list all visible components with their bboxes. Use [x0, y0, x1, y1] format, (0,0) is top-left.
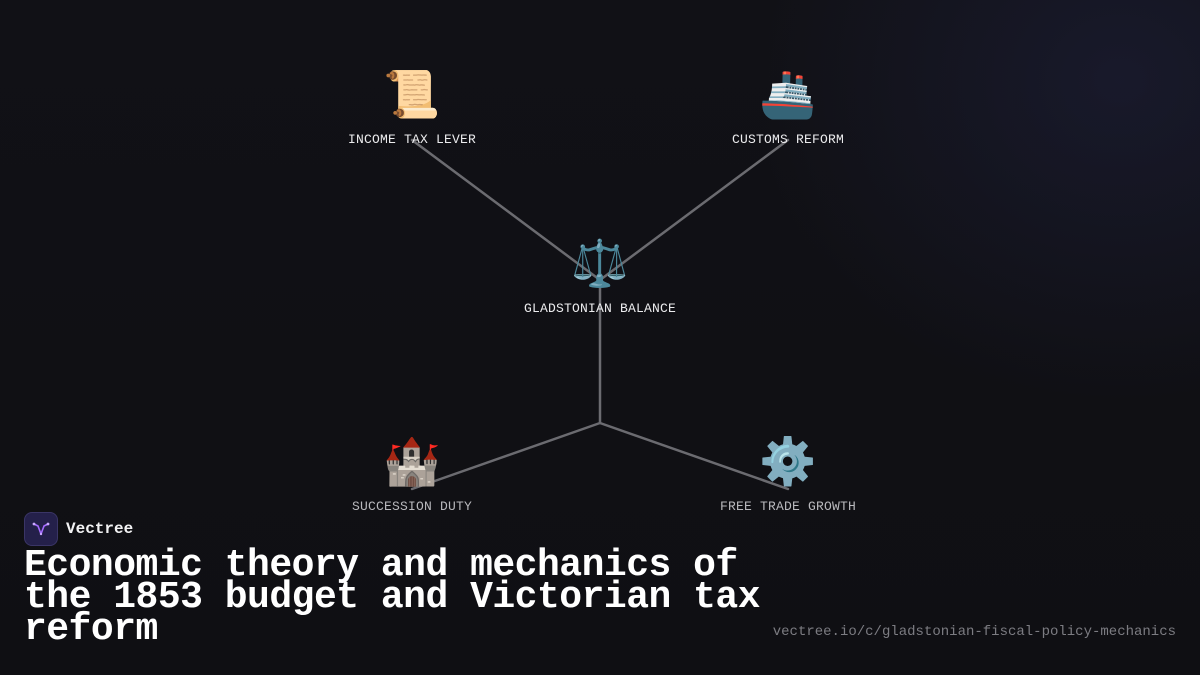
logo-mark: [32, 522, 50, 536]
node-income-tax-lever[interactable]: 📜 INCOME TAX LEVER: [292, 70, 532, 147]
node-label: CUSTOMS REFORM: [731, 132, 845, 147]
castle-icon: 🏰: [383, 439, 441, 491]
page-title: Economic theory and mechanics of the 185…: [24, 544, 761, 651]
brand[interactable]: Vectree: [24, 512, 133, 546]
node-succession-duty[interactable]: 🏰 SUCCESSION DUTY: [292, 437, 532, 514]
node-label: INCOME TAX LEVER: [347, 132, 477, 147]
gear-icon: ⚙️: [759, 439, 817, 491]
node-customs-reform[interactable]: 🚢 CUSTOMS REFORM: [668, 70, 908, 147]
ship-icon: 🚢: [759, 72, 817, 124]
node-free-trade-growth[interactable]: ⚙️ FREE TRADE GROWTH: [668, 437, 908, 514]
page-url[interactable]: vectree.io/c/gladstonian-fiscal-policy-m…: [772, 624, 1176, 640]
scroll-icon: 📜: [383, 72, 441, 124]
edge-trunk-succession: [410, 421, 602, 491]
balance-scale-icon: ⚖️: [571, 241, 629, 293]
edge-trunk-free-trade: [598, 421, 790, 491]
node-gladstonian-balance[interactable]: ⚖️ GLADSTONIAN BALANCE: [480, 239, 720, 316]
edge-center-customs: [598, 138, 790, 282]
node-label: GLADSTONIAN BALANCE: [523, 301, 677, 316]
edge-center-income-tax: [410, 138, 602, 282]
vectree-logo-icon: [24, 512, 58, 546]
brand-name: Vectree: [66, 520, 134, 538]
node-label: SUCCESSION DUTY: [351, 499, 473, 514]
node-label: FREE TRADE GROWTH: [719, 499, 857, 514]
